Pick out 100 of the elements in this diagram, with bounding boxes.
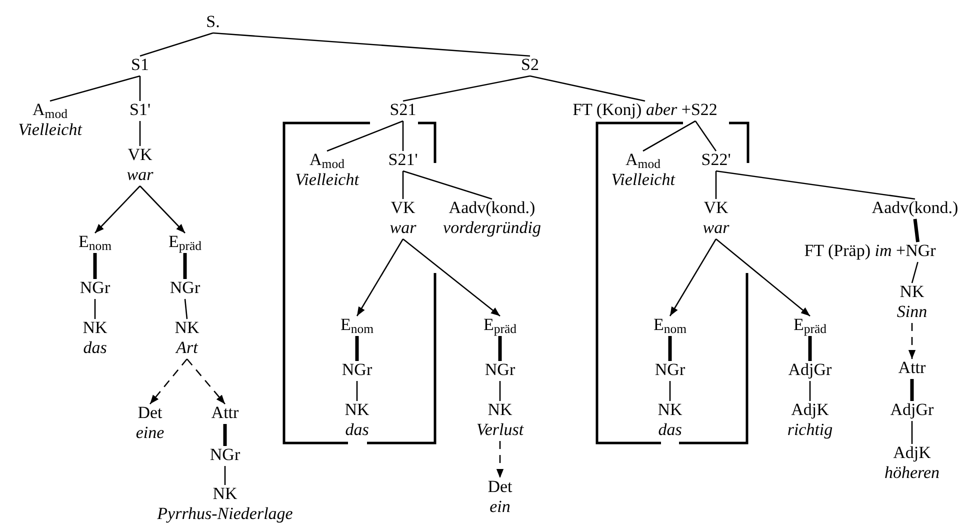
category-label: A$_{mod}$	[310, 150, 344, 170]
category-label: NK	[212, 484, 238, 504]
category-label: NK	[174, 318, 200, 338]
word-label: Sinn	[896, 302, 928, 322]
thick-line	[913, 218, 920, 242]
word-label: das	[83, 338, 107, 358]
category-label: A$_{mod}$	[626, 150, 660, 170]
category-label: AdjK	[791, 400, 829, 420]
thick-line	[498, 336, 502, 361]
category-label: E$_{präd}$	[793, 315, 827, 335]
tree-line	[94, 299, 96, 319]
tree-line	[809, 381, 811, 401]
category-label: A$_{mod}$	[32, 100, 68, 120]
tree-line	[911, 262, 918, 284]
tree-line	[50, 75, 140, 102]
tree-line	[716, 170, 916, 200]
tree-line	[139, 76, 141, 101]
thick-line	[183, 253, 187, 279]
category-label: AdjGr	[890, 400, 934, 420]
tree-line	[326, 120, 404, 152]
word-label: war	[390, 218, 416, 238]
word-label: war	[126, 165, 154, 185]
word-label: Verlust	[476, 420, 524, 440]
word-label: das	[658, 420, 682, 440]
tree-line	[140, 32, 214, 57]
tree-line	[184, 298, 188, 320]
word-label: Vielleicht	[295, 170, 359, 190]
category-label: S21'	[388, 150, 418, 170]
arrow	[186, 358, 226, 404]
arrow	[908, 323, 916, 359]
tree-line	[669, 381, 671, 401]
tree-line	[911, 421, 913, 444]
category-label: VK	[704, 198, 728, 218]
category-label: NGr	[484, 360, 516, 380]
word-label: das	[345, 420, 369, 440]
category-label: S1	[131, 55, 149, 75]
category-label: E$_{nom}$	[340, 315, 374, 335]
category-label: NGr	[654, 360, 686, 380]
tree-line	[694, 120, 717, 152]
tree-line	[499, 381, 501, 401]
arrow	[94, 186, 140, 234]
tree-line	[530, 75, 646, 102]
arrow	[402, 238, 500, 316]
word-label: Vielleicht	[18, 120, 82, 140]
category-label: NK	[344, 400, 370, 420]
category-label: FT (Präp) im +NGr	[804, 241, 936, 261]
category-label: Aadv(kond.)	[448, 198, 536, 218]
arrow	[140, 186, 186, 234]
category-label: S1'	[129, 100, 151, 120]
category-label: E$_{nom}$	[653, 315, 687, 335]
word-label: vordergründig	[443, 218, 541, 238]
category-label: NGr	[342, 360, 372, 380]
category-label: S2	[521, 55, 539, 75]
category-label: NK	[488, 400, 512, 420]
category-label: VK	[390, 198, 416, 218]
category-label: E$_{nom}$	[78, 232, 112, 252]
arrow	[716, 238, 810, 316]
word-label: war	[702, 218, 730, 238]
word-label: höheren	[884, 463, 940, 483]
category-label: NK	[900, 282, 924, 302]
category-label: E$_{präd}$	[168, 232, 202, 252]
category-label: VK	[128, 145, 152, 165]
word-label: richtig	[787, 420, 833, 440]
tree-line	[402, 171, 404, 199]
tree-line	[139, 121, 141, 146]
tree-line	[224, 466, 226, 485]
thick-line	[223, 424, 227, 446]
arrow	[669, 238, 717, 316]
thick-line	[668, 336, 672, 361]
category-label: Det	[488, 477, 512, 497]
category-label: AdjGr	[788, 360, 832, 380]
word-label: Art	[176, 338, 198, 358]
category-label: Aadv(kond.)	[872, 198, 958, 218]
category-label: NGr	[210, 445, 240, 465]
thick-line	[808, 336, 812, 361]
category-label: FT (Konj) aber +S22	[572, 100, 718, 120]
tree-line	[402, 75, 530, 102]
word-label: Pyrrhus-Niederlage	[157, 504, 293, 524]
arrow	[356, 238, 404, 316]
tree-line	[715, 171, 717, 199]
tree-line	[642, 120, 696, 152]
thick-line	[355, 336, 359, 361]
thick-line	[93, 253, 97, 279]
category-label: NGr	[80, 278, 110, 298]
category-label: S21	[390, 100, 416, 120]
category-label: Det	[138, 403, 162, 423]
tree-line	[402, 121, 404, 151]
thick-line	[910, 379, 914, 401]
tree-line	[356, 381, 358, 401]
arrow	[496, 441, 504, 478]
category-label: Attr	[211, 403, 239, 423]
word-label: eine	[136, 423, 164, 443]
category-label: NK	[658, 400, 682, 420]
tree-line	[212, 32, 530, 57]
word-label: ein	[490, 497, 510, 517]
word-label: Vielleicht	[611, 170, 675, 190]
category-label: Attr	[898, 358, 926, 378]
category-label: NGr	[170, 278, 200, 298]
arrow	[150, 358, 188, 404]
category-label: E$_{präd}$	[483, 315, 517, 335]
